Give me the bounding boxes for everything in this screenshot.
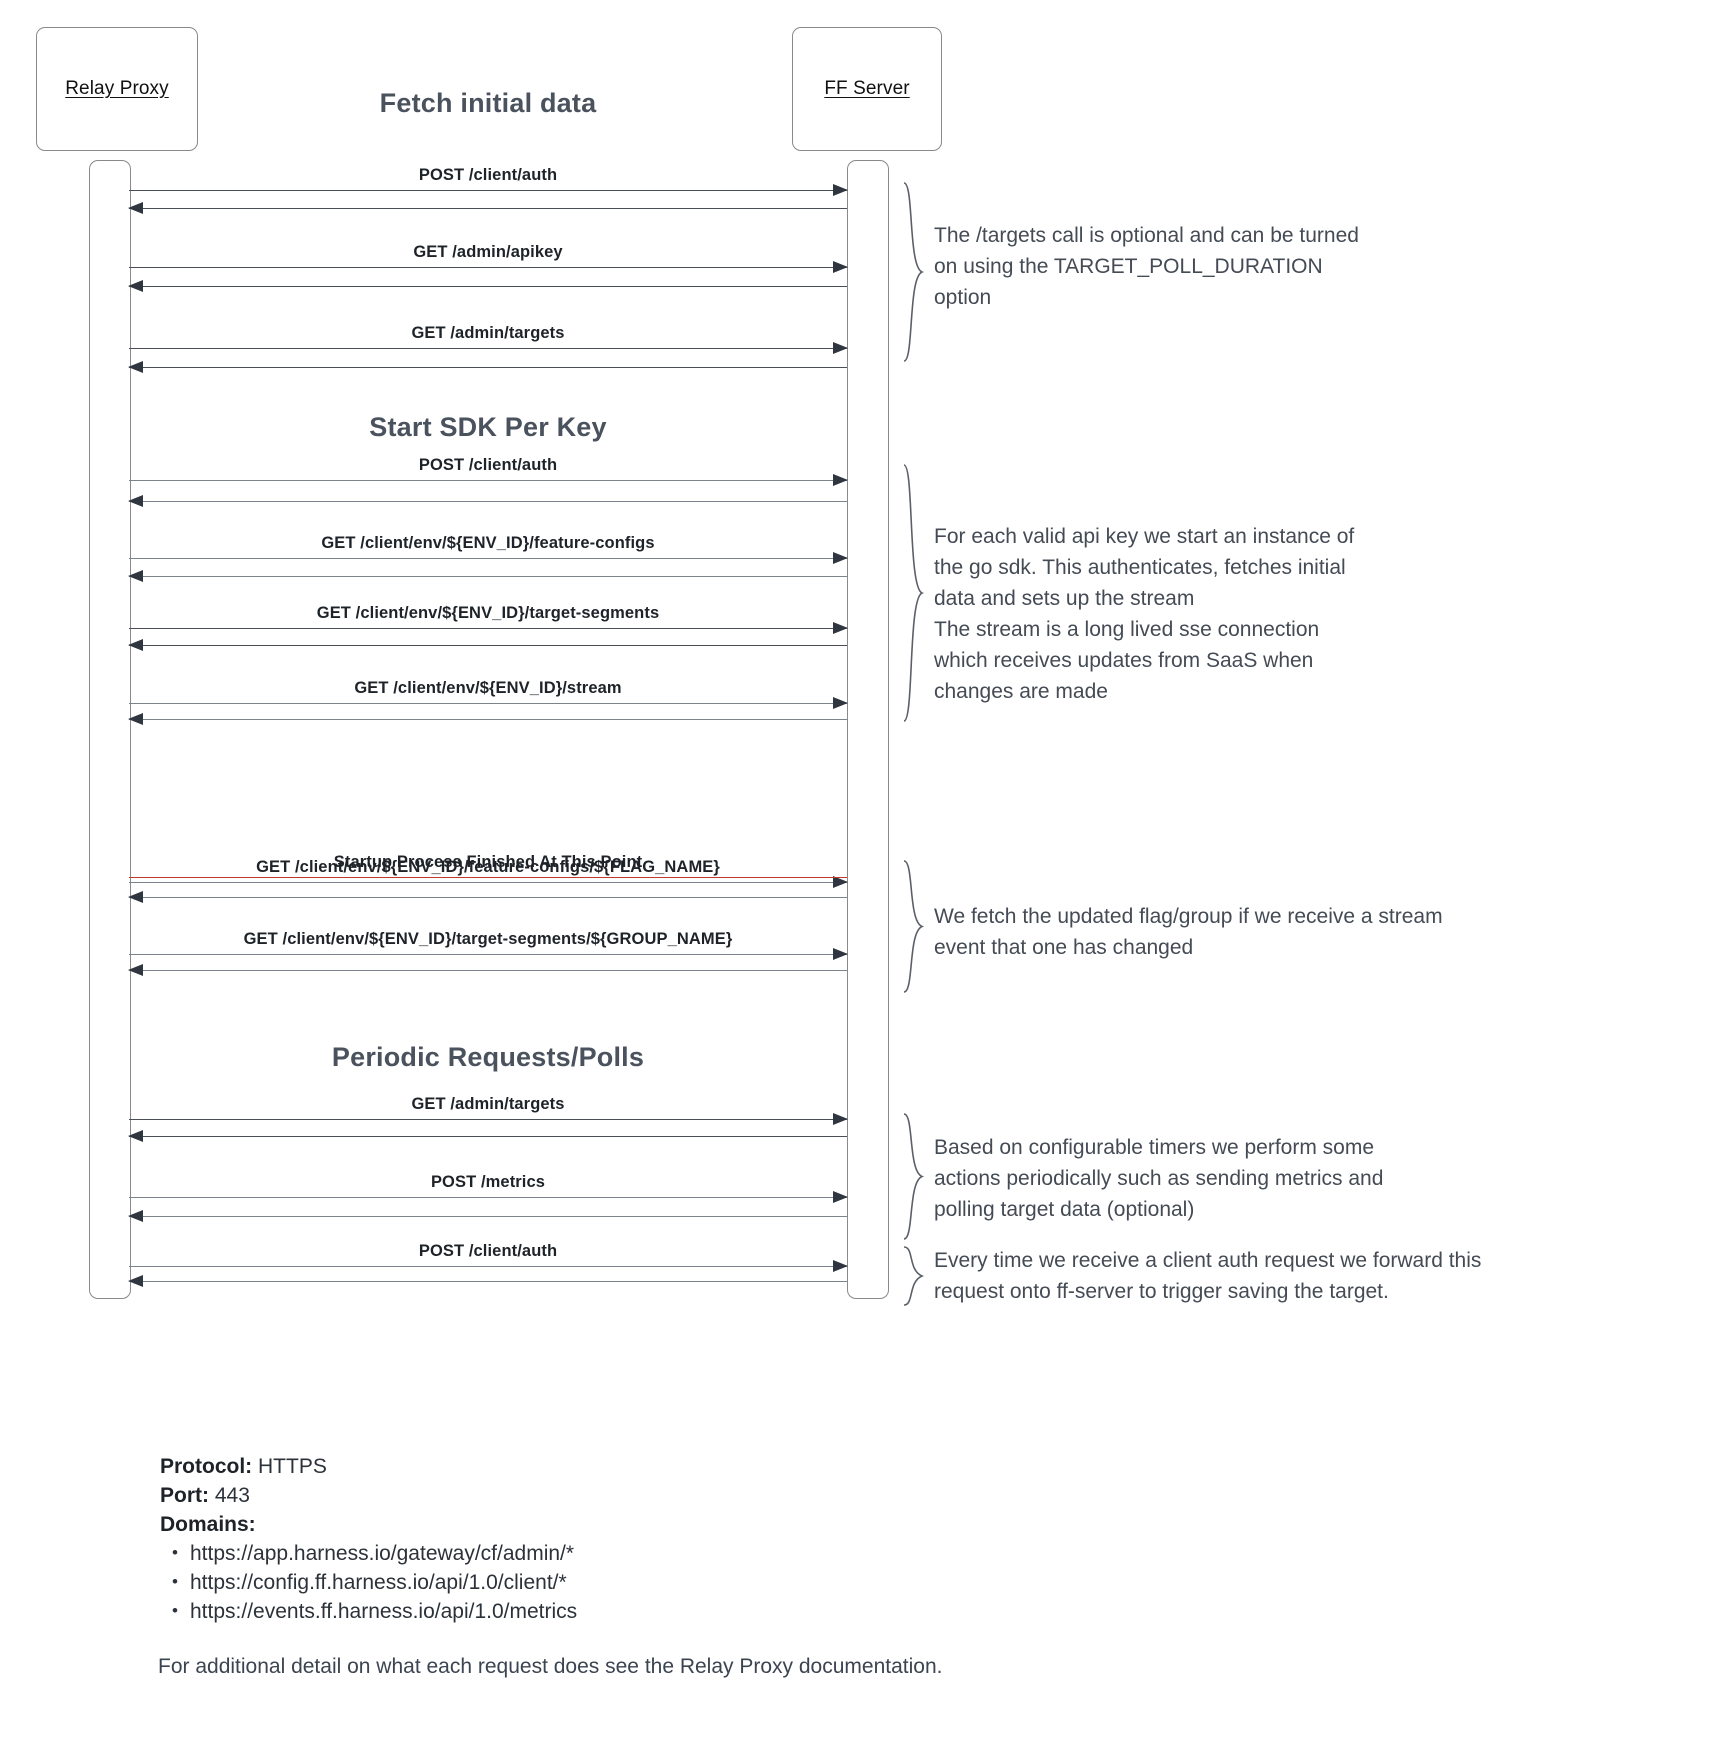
footer-domain-list: https://app.harness.io/gateway/cf/admin/… [160,1538,920,1626]
footer-port-value: 443 [214,1484,250,1507]
message-arrow-request [129,1191,848,1203]
message-label: GET /client/env/${ENV_ID}/feature-config… [321,534,655,552]
annotation-text: Based on configurable timers we perform … [934,1136,1384,1221]
annotation-text: Every time we receive a client auth requ… [934,1249,1482,1303]
footer-port-line: Port: 443 [160,1481,920,1510]
message-arrow-request [129,261,848,273]
startup-finished-label: Startup Process Finished At This Point [333,853,643,871]
footer-protocol-label: Protocol: [160,1455,253,1478]
message-arrow-request [129,876,848,888]
message-arrow-response [128,495,847,507]
message-arrow-request [129,1113,848,1125]
message-arrow-request [129,622,848,634]
annotation-brace [900,1246,928,1306]
annotation-brace [900,182,928,362]
message-arrow-request [129,342,848,354]
message-label: GET /client/env/${ENV_ID}/target-segment… [243,930,733,948]
lifeline-relay-proxy [89,160,131,1299]
message-arrow-response [128,1275,847,1287]
message-arrow-response [128,964,847,976]
footer-port-label: Port: [160,1484,209,1507]
message-arrow-response [128,1130,847,1142]
annotation-brace [900,1113,928,1240]
participant-relay-proxy-label: Relay Proxy [65,78,169,99]
annotation-text: The /targets call is optional and can be… [934,224,1359,309]
annotation-brace [900,464,928,722]
list-item: https://events.ff.harness.io/api/1.0/met… [172,1596,920,1626]
annotation-text: We fetch the updated flag/group if we re… [934,905,1443,959]
message-arrow-request [129,948,848,960]
message-arrow-response [128,713,847,725]
message-arrow-response [128,891,847,903]
footer-info: Protocol: HTTPS Port: 443 Domains: https… [160,1452,920,1626]
footer-note: For additional detail on what each reque… [158,1655,943,1678]
section-title-start-sdk-per-key: Start SDK Per Key [369,412,607,442]
annotation-text: For each valid api key we start an insta… [934,525,1355,703]
message-arrow-response [128,639,847,651]
message-arrow-response [128,1210,847,1222]
section-title-fetch-initial-data: Fetch initial data [379,88,597,118]
footer-protocol-line: Protocol: HTTPS [160,1452,920,1481]
participant-ff-server-label: FF Server [824,78,910,99]
message-arrow-response [128,202,847,214]
message-arrow-request [129,697,848,709]
message-arrow-response [128,280,847,292]
footer-protocol-value: HTTPS [258,1455,327,1478]
message-arrow-response [128,570,847,582]
message-arrow-request [129,1260,848,1272]
message-arrow-request [129,184,848,196]
message-arrow-request [129,474,848,486]
message-arrow-request [129,552,848,564]
startup-finished-divider [129,877,847,878]
message-arrow-response [128,361,847,373]
message-label: GET /admin/targets [411,324,565,342]
lifeline-ff-server [847,160,889,1299]
annotation-brace [900,860,928,993]
message-label: POST /client/auth [418,166,558,184]
message-label: GET /admin/targets [411,1095,565,1113]
message-label: GET /admin/apikey [413,243,563,261]
message-label: GET /client/env/${ENV_ID}/target-segment… [316,604,660,622]
participant-relay-proxy: Relay Proxy [36,27,198,151]
participant-ff-server: FF Server [792,27,942,151]
message-label: POST /metrics [430,1173,546,1191]
section-title-periodic-requests: Periodic Requests/Polls [331,1042,645,1072]
message-label: GET /client/env/${ENV_ID}/stream [354,679,622,697]
list-item: https://config.ff.harness.io/api/1.0/cli… [172,1567,920,1597]
message-label: POST /client/auth [418,1242,558,1260]
message-label: GET /client/env/${ENV_ID}/feature-config… [256,858,720,876]
footer-domains-line: Domains: [160,1510,920,1539]
footer-domains-label: Domains: [160,1513,256,1536]
list-item: https://app.harness.io/gateway/cf/admin/… [172,1538,920,1568]
message-label: POST /client/auth [418,456,558,474]
